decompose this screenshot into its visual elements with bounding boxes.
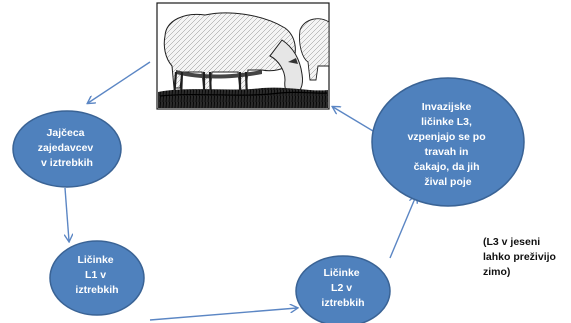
sheep-illustration xyxy=(156,2,330,110)
node-l1-line-3: iztrebkih xyxy=(75,284,118,296)
node-eggs: Jajčeca zajedavcev v iztrebkih xyxy=(12,110,122,188)
svg-text:Ličinke L1 v iztre: Ličinke L1 v iztrebkih xyxy=(75,254,118,296)
svg-text:(L3 v jeseni lahko preži: (L3 v jeseni lahko preživijo zimo) xyxy=(483,236,559,278)
arrow-l2-to-l3 xyxy=(389,196,416,259)
node-eggs-line-2: zajedavcev xyxy=(38,142,94,154)
note-line-2: lahko preživijo xyxy=(483,251,556,263)
arrow-eggs-to-l1 xyxy=(65,187,69,241)
node-l2-line-1: Ličinke xyxy=(323,267,359,279)
node-l2-line-3: iztrebkih xyxy=(321,297,364,309)
node-larvae-l3: Invazijske ličinke L3, vzpenjajo se po t… xyxy=(371,77,525,207)
svg-text:Invazijske ličinke L3,: Invazijske ličinke L3, vzpenjajo se po t… xyxy=(407,101,488,188)
arrow-l1-to-l2 xyxy=(149,308,297,321)
node-l1-line-2: L1 v xyxy=(85,269,106,281)
node-larvae-l2: Ličinke L2 v iztrebkih xyxy=(295,255,391,323)
node-l2-line-2: L2 v xyxy=(331,282,352,294)
note-line-1: (L3 v jeseni xyxy=(483,236,540,248)
svg-text:Jajčeca zajedavcev: Jajčeca zajedavcev v iztrebkih xyxy=(38,127,96,169)
node-larvae-l1: Ličinke L1 v iztrebkih xyxy=(49,240,145,316)
node-l3-line-1: Invazijske xyxy=(422,101,472,113)
node-l3-line-3: vzpenjajo se po xyxy=(407,131,485,143)
node-l1-line-1: Ličinke xyxy=(77,254,113,266)
note-line-3: zimo) xyxy=(483,266,510,278)
node-eggs-line-3: v iztrebkih xyxy=(41,157,93,169)
node-eggs-line-1: Jajčeca xyxy=(47,127,85,139)
arrow-l3-to-sheep xyxy=(333,107,379,135)
svg-text:Ličinke L2 v iztre: Ličinke L2 v iztrebkih xyxy=(321,267,364,309)
node-l3-line-6: žival poje xyxy=(424,176,471,188)
node-l3-line-4: travah in xyxy=(425,146,469,158)
overwinter-note: (L3 v jeseni lahko preživijo zimo) xyxy=(483,236,559,278)
arrow-sheep-to-eggs xyxy=(88,61,151,103)
node-l3-line-5: čakajo, da jih xyxy=(414,161,480,173)
node-l3-line-2: ličinke L3, xyxy=(421,116,472,128)
